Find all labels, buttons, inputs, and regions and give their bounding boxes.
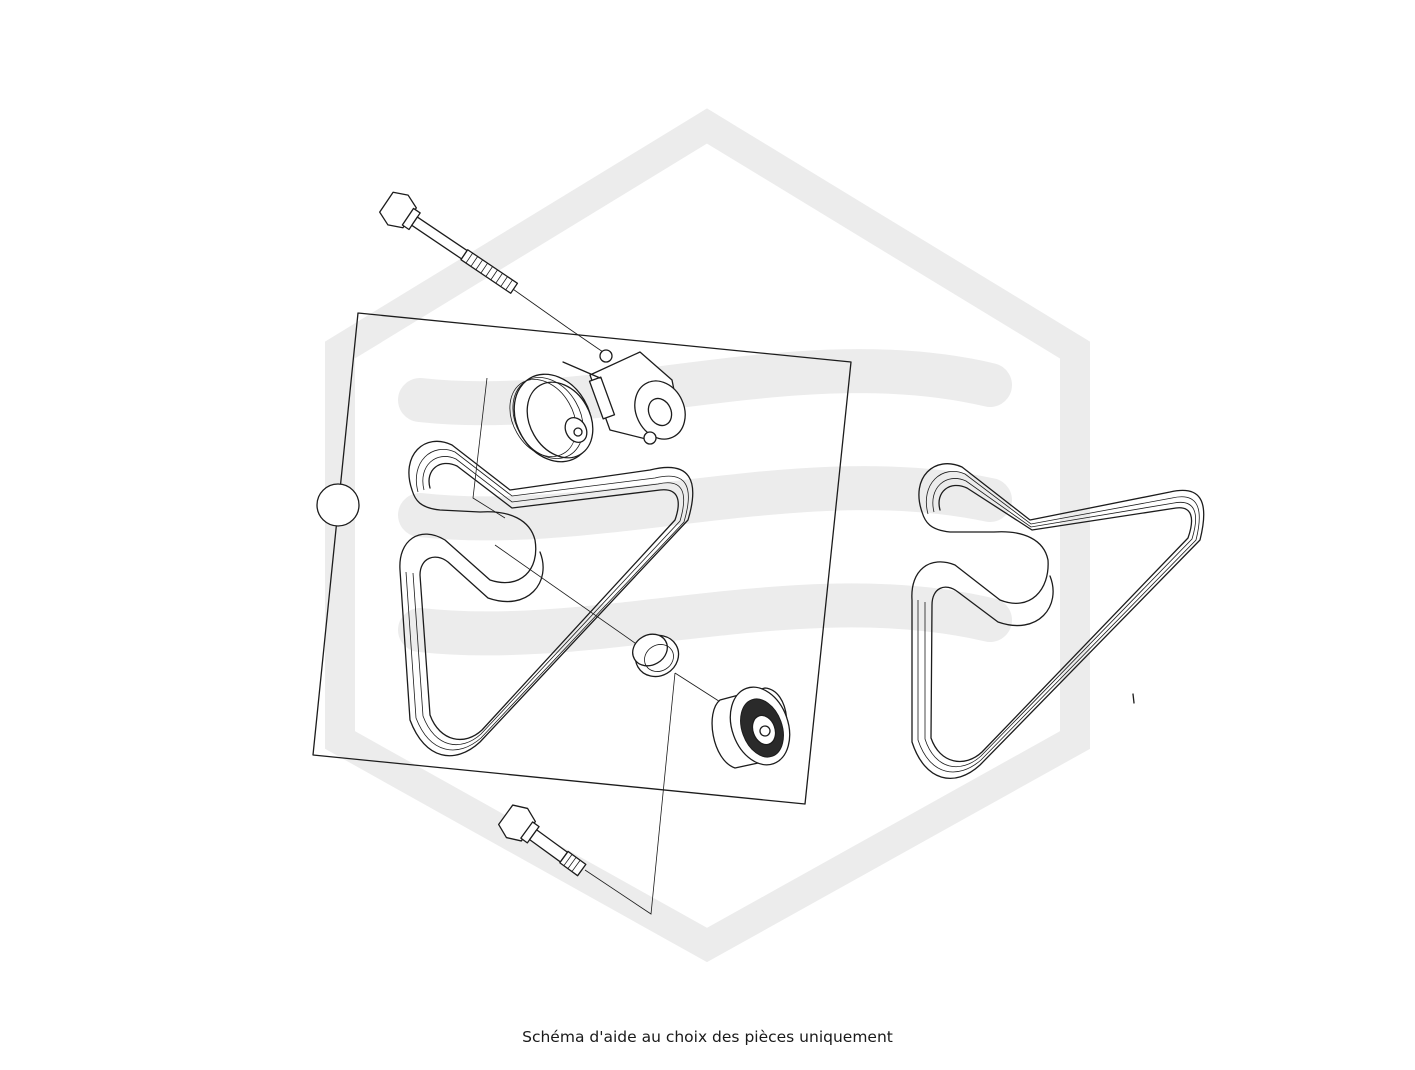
short-bolt-icon (497, 804, 587, 877)
diagram-caption: Schéma d'aide au choix des pièces unique… (522, 1028, 893, 1046)
ribbed-belt-single-icon (911, 463, 1205, 779)
long-bolt-icon (379, 191, 519, 294)
kit-marker (316, 483, 360, 527)
leader-lines (472, 286, 726, 915)
cap-ring-icon (632, 633, 680, 678)
watermark-logo (325, 108, 1090, 963)
tensioner-pulley-icon (509, 349, 686, 463)
ribbed-belt-icon (399, 440, 694, 757)
kit-frame (312, 312, 852, 805)
idler-pulley-icon (711, 686, 791, 769)
